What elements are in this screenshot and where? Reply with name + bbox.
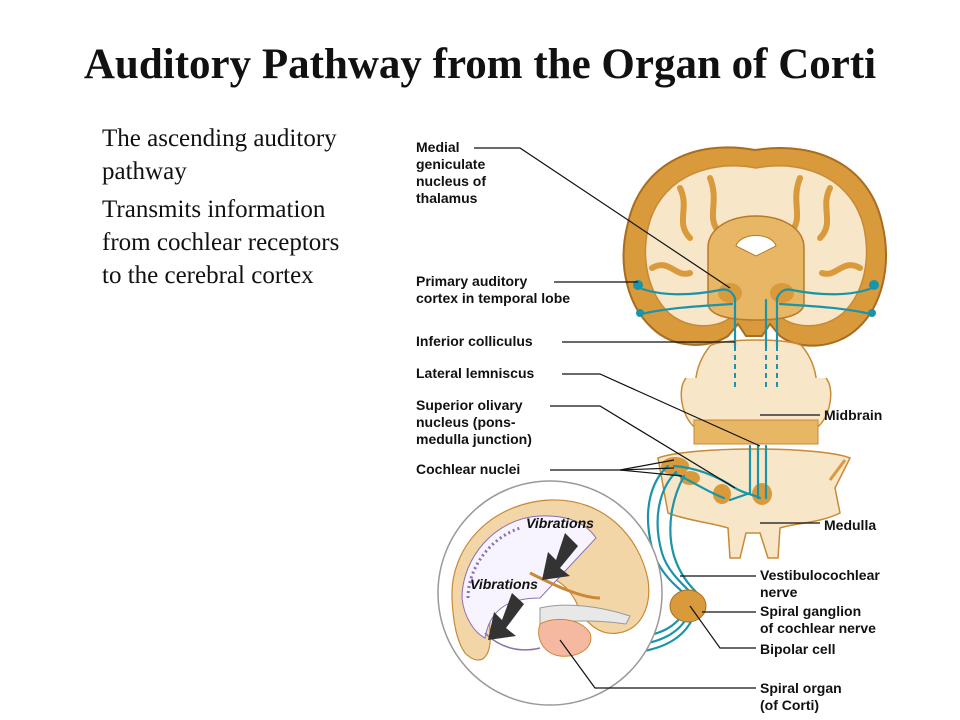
label-cochlear-nuclei: Cochlear nuclei	[416, 459, 683, 477]
midbrain-section	[680, 339, 832, 445]
label-bipolar-cell: Bipolar cell	[689, 605, 835, 657]
medulla-section	[657, 448, 852, 559]
label-spiral-organ: Spiral organ (of Corti)	[559, 639, 842, 713]
svg-text:Bipolar cell: Bipolar cell	[760, 641, 835, 657]
svg-text:Spiral ganglion: Spiral ganglion	[760, 603, 861, 619]
label-medial-geniculate: Medial geniculate nucleus of thalamus	[416, 139, 731, 289]
svg-text:geniculate: geniculate	[416, 156, 485, 172]
bullet-list: The ascending auditory pathway Transmits…	[102, 122, 362, 297]
spiral-ganglion-shape	[669, 589, 707, 623]
svg-text:nucleus of: nucleus of	[416, 173, 486, 189]
svg-text:of cochlear nerve: of cochlear nerve	[760, 620, 876, 636]
label-primary-auditory-cortex: Primary auditory cortex in temporal lobe	[416, 273, 638, 306]
bullet-item-2: Transmits information from cochlear rece…	[102, 196, 340, 289]
svg-text:Cochlear nuclei: Cochlear nuclei	[416, 461, 520, 477]
label-midbrain: Midbrain	[760, 407, 882, 423]
svg-text:thalamus: thalamus	[416, 190, 478, 206]
label-vibrations-upper: Vibrations	[526, 515, 594, 531]
label-superior-olivary: Superior olivary nucleus (pons- medulla …	[416, 397, 736, 489]
label-inferior-colliculus: Inferior colliculus	[416, 333, 735, 349]
svg-text:Midbrain: Midbrain	[824, 407, 882, 423]
svg-text:nucleus (pons-: nucleus (pons-	[416, 414, 516, 430]
vibration-arrow-upper	[542, 533, 578, 580]
svg-text:(of Corti): (of Corti)	[760, 697, 819, 713]
auditory-pathway-diagram: Medial geniculate nucleus of thalamus Pr…	[416, 139, 887, 713]
svg-text:Medial: Medial	[416, 139, 460, 155]
svg-text:Lateral lemniscus: Lateral lemniscus	[416, 365, 534, 381]
svg-text:medulla junction): medulla junction)	[416, 431, 532, 447]
svg-text:nerve: nerve	[760, 584, 798, 600]
bullet-item-1: The ascending auditory pathway	[102, 125, 337, 185]
label-vestibulocochlear-nerve: Vestibulocochlear nerve	[680, 567, 880, 600]
cochlea-cross-section	[437, 480, 663, 706]
svg-text:Primary auditory: Primary auditory	[416, 273, 527, 289]
svg-text:Inferior colliculus: Inferior colliculus	[416, 333, 533, 349]
label-spiral-ganglion: Spiral ganglion of cochlear nerve	[702, 603, 876, 636]
page-title: Auditory Pathway from the Organ of Corti	[83, 41, 877, 88]
svg-text:Vestibulocochlear: Vestibulocochlear	[760, 567, 880, 583]
label-medulla: Medulla	[760, 517, 876, 533]
svg-text:cortex in temporal lobe: cortex in temporal lobe	[416, 290, 570, 306]
svg-text:Medulla: Medulla	[824, 517, 876, 533]
label-vibrations-lower: Vibrations	[470, 576, 538, 592]
svg-text:Spiral organ: Spiral organ	[760, 680, 842, 696]
svg-text:Superior olivary: Superior olivary	[416, 397, 523, 413]
label-lateral-lemniscus: Lateral lemniscus	[416, 365, 761, 447]
vibration-arrow-lower	[488, 593, 524, 640]
brain-coronal-section	[622, 146, 887, 347]
